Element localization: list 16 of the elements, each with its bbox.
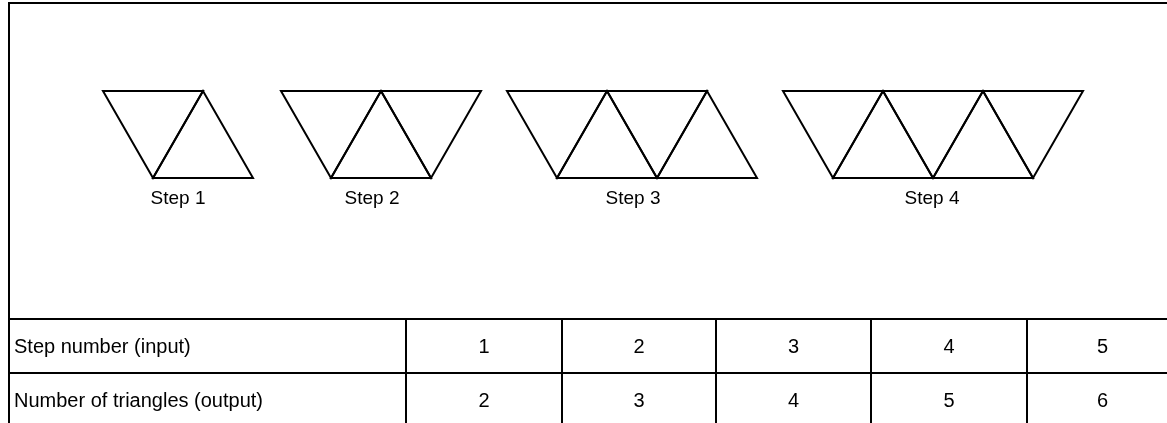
table-cell: 5	[870, 372, 1026, 423]
step-label: Step 3	[605, 188, 661, 207]
table-cell: 5	[1026, 318, 1167, 372]
table-cell: 2	[561, 318, 715, 372]
table-cell: 4	[715, 372, 870, 423]
table-cell: 4	[870, 318, 1026, 372]
table-cell: 2	[405, 372, 561, 423]
table-cell: 3	[715, 318, 870, 372]
step-label: Step 1	[150, 188, 206, 207]
table-cell: 6	[1026, 372, 1167, 423]
row-header-cell: Step number (input)	[8, 318, 405, 372]
table-cell: 3	[561, 372, 715, 423]
row-header-cell: Number of triangles (output)	[8, 372, 405, 423]
table-cell: 1	[405, 318, 561, 372]
step-label: Step 4	[904, 188, 960, 207]
step-label: Step 2	[344, 188, 400, 207]
